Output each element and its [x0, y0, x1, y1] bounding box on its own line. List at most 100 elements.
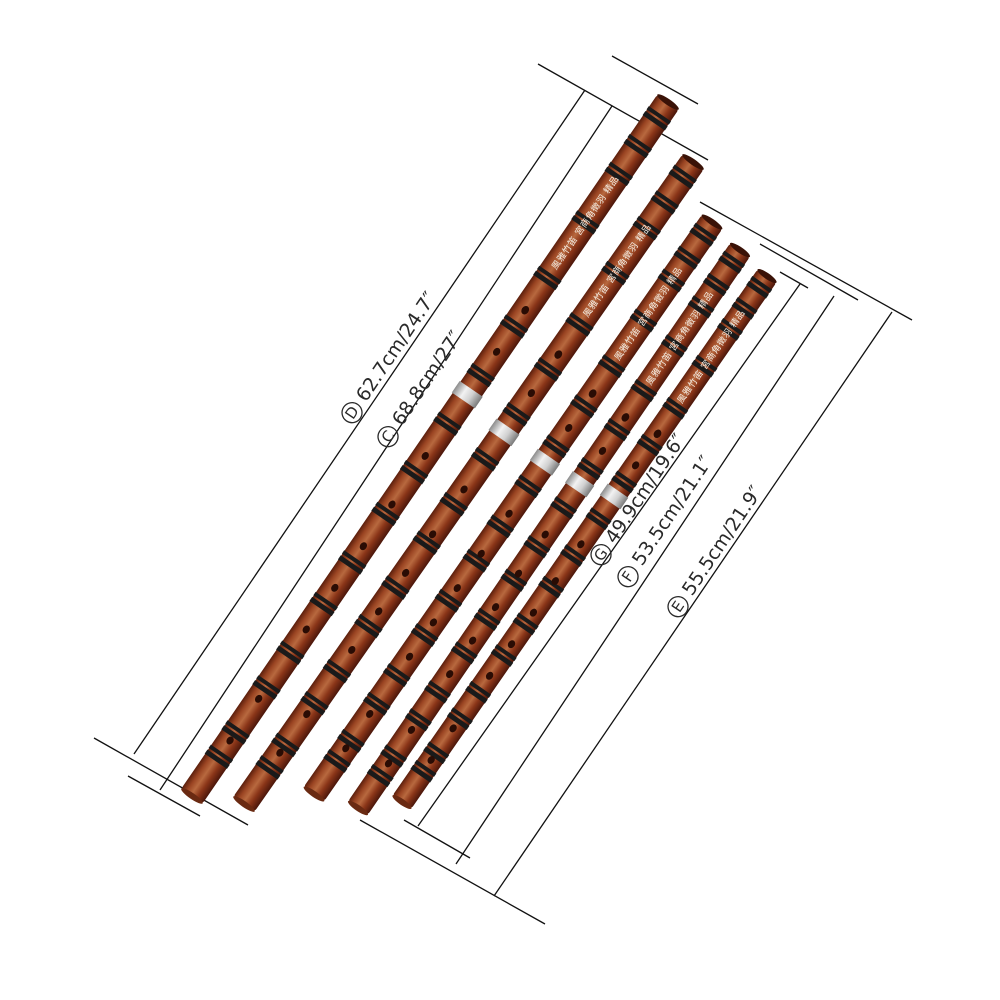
binding-band	[256, 675, 281, 694]
binding-band	[702, 277, 727, 297]
binding-band	[689, 227, 714, 247]
binding-band	[677, 245, 702, 264]
finger-hole	[468, 636, 477, 645]
binding-band	[601, 354, 626, 373]
binding-band	[470, 451, 496, 472]
binding-band	[550, 501, 574, 520]
binding-band	[661, 268, 686, 287]
binding-band	[500, 573, 524, 592]
metal-joint	[565, 471, 595, 498]
binding-band	[537, 357, 563, 376]
binding-band	[410, 764, 433, 783]
binding-band	[446, 712, 470, 730]
binding-band	[423, 746, 446, 765]
finger-hole	[428, 530, 437, 539]
key-circle	[667, 595, 689, 618]
binding-band	[693, 222, 718, 241]
finger-hole	[449, 724, 457, 733]
finger-hole	[429, 618, 438, 627]
binding-band	[443, 491, 468, 511]
binding-band	[623, 138, 649, 159]
finger-hole	[621, 413, 630, 422]
binding-band	[375, 501, 400, 521]
binding-band	[490, 514, 515, 533]
finger-hole	[359, 542, 368, 551]
dimension-lines-left	[93, 55, 709, 826]
binding-band	[664, 334, 688, 352]
binding-band	[691, 295, 715, 313]
finger-hole	[427, 755, 435, 764]
binding-band	[546, 434, 570, 453]
binding-band	[438, 588, 463, 607]
binding-band	[366, 768, 391, 788]
binding-band	[718, 255, 742, 274]
binding-band	[533, 270, 559, 291]
binding-band	[630, 383, 654, 403]
binding-band	[341, 550, 367, 569]
finger-hole	[598, 446, 607, 455]
binding-band	[571, 215, 597, 235]
binding-band	[672, 164, 697, 184]
binding-band	[354, 618, 380, 639]
binding-band	[576, 462, 601, 481]
finger-hole	[577, 540, 585, 549]
finger-hole	[653, 429, 662, 439]
binding-band	[636, 438, 660, 457]
binding-band	[208, 744, 234, 764]
binding-band	[597, 359, 623, 379]
flute-d: 風雅竹笛 宮商角徵羽 精品	[181, 94, 679, 804]
binding-band	[439, 496, 465, 517]
binding-band	[650, 195, 676, 215]
binding-band	[662, 401, 685, 420]
binding-band	[371, 506, 397, 527]
binding-band	[657, 273, 682, 293]
finger-hole	[453, 584, 461, 593]
binding-band	[454, 641, 478, 659]
binding-band	[412, 535, 438, 555]
binding-band	[424, 685, 448, 704]
finger-hole	[507, 640, 516, 649]
binding-band	[404, 713, 429, 732]
metal-joint	[451, 380, 483, 409]
binding-band	[634, 378, 658, 397]
binding-band	[706, 272, 730, 291]
binding-band	[486, 519, 511, 539]
binding-band	[473, 612, 498, 631]
finger-hole	[348, 645, 356, 654]
binding-band	[474, 446, 500, 466]
label-d: D62.7cm/24.7″	[341, 288, 441, 424]
binding-band	[309, 596, 335, 617]
binding-band	[370, 763, 394, 782]
binding-band	[575, 210, 600, 229]
binding-band	[427, 741, 450, 759]
binding-band	[382, 668, 408, 688]
finger-hole	[460, 485, 468, 494]
finger-hole	[302, 625, 310, 634]
binding-band	[363, 696, 388, 716]
finger-hole	[477, 549, 485, 558]
binding-band	[512, 617, 536, 636]
binding-band	[252, 680, 278, 700]
binding-band	[554, 496, 577, 514]
finger-hole	[446, 670, 454, 679]
binding-band	[720, 317, 743, 335]
binding-band	[673, 250, 698, 270]
binding-band	[601, 265, 627, 286]
binding-band	[608, 161, 633, 181]
binding-band	[337, 733, 362, 753]
binding-band	[691, 359, 715, 378]
finger-hole	[303, 710, 311, 719]
binding-band	[746, 280, 769, 299]
binding-band	[386, 663, 411, 682]
finger-hole	[254, 694, 263, 703]
binding-band	[380, 749, 404, 768]
binding-band	[384, 744, 407, 762]
binding-band	[502, 406, 528, 427]
binding-band	[414, 759, 437, 777]
binding-band	[414, 623, 439, 642]
binding-band	[225, 720, 250, 739]
finger-hole	[492, 347, 501, 356]
finger-hole	[276, 748, 284, 757]
finger-hole	[401, 568, 410, 577]
binding-band	[504, 568, 528, 587]
